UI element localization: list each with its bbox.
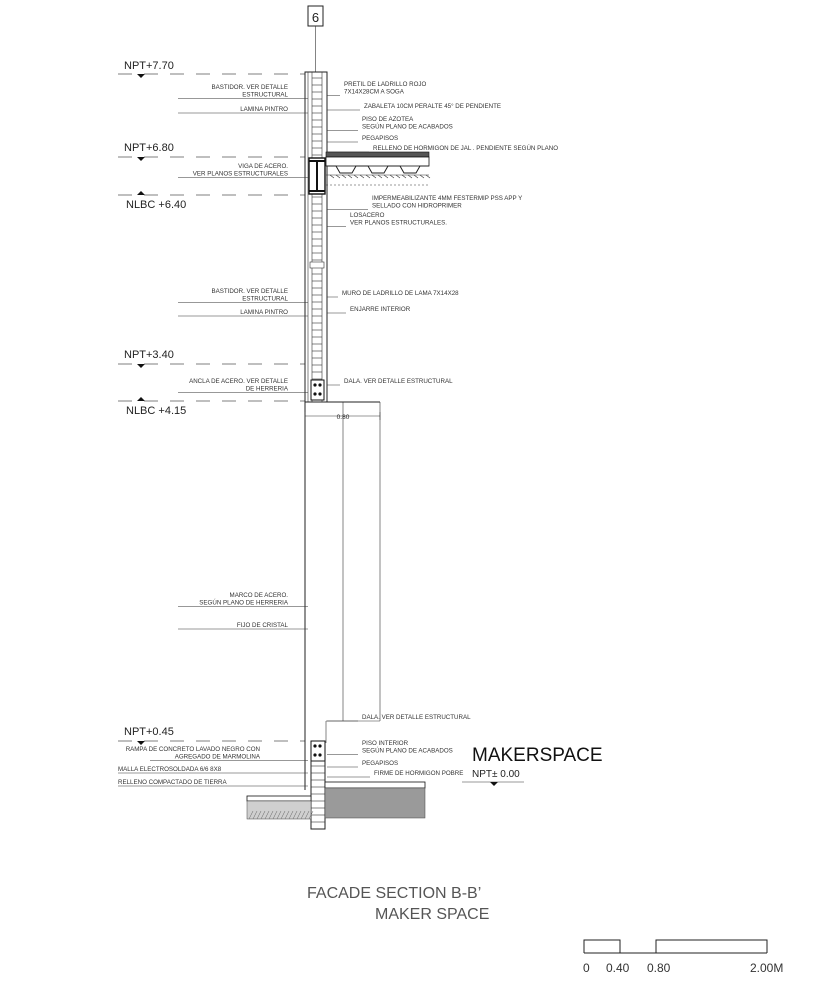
opening-dimension: 0.80 (337, 414, 350, 421)
note-text: ENJARRE INTERIOR (350, 306, 411, 313)
note-text: VER PLANOS ESTRUCTURALES. (350, 220, 447, 227)
note-text: PRETIL DE LADRILLO ROJO (344, 81, 426, 88)
note-text: MALLA ELECTROSOLDADA 6/6 8X8 (118, 766, 222, 773)
level-marker: NLBC +4.15 (118, 397, 305, 417)
bond-beam-top (310, 379, 325, 401)
right-note: FIRME DE HORMIGON POBRE (327, 770, 463, 778)
level-marker: NPT+7.70 (118, 60, 305, 78)
note-text: VER PLANOS ESTRUCTURALES (193, 171, 288, 178)
scale-bar: 0 0.40 0.80 2.00M (583, 939, 783, 975)
room-level: NPT± 0.00 (472, 769, 520, 780)
scale-label-0: 0 (583, 961, 590, 975)
note-text: LAMINA PINTRO (240, 309, 288, 316)
left-note: LAMINA PINTRO (178, 309, 308, 317)
level-label: NLBC +6.40 (126, 199, 186, 211)
level-label: NPT+6.80 (124, 142, 174, 154)
note-text: RELLENO COMPACTADO DE TIERRA (118, 779, 228, 786)
level-label: NLBC +4.15 (126, 405, 186, 417)
note-text: VIGA DE ACERO. (238, 163, 288, 170)
note-text: ESTRUCTURAL (242, 92, 288, 99)
note-text: 7X14X28CM A SOGA (344, 89, 405, 96)
scale-label-2: 0.80 (647, 961, 671, 975)
note-text: PEGAPISOS (362, 760, 398, 767)
note-text: RELLENO DE HORMIGON DE JAL . PENDIENTE S… (373, 145, 558, 152)
roof-slab (325, 151, 431, 186)
note-text: ESTRUCTURAL (242, 296, 288, 303)
note-text: DALA. VER DETALLE ESTRUCTURAL (344, 378, 453, 385)
level-marker: NLBC +6.40 (118, 191, 305, 211)
note-text: BASTIDOR. VER DETALLE (211, 288, 288, 295)
drawing-title-line2: MAKER SPACE (375, 906, 489, 923)
window-frame: 0.80 (304, 401, 381, 790)
right-note: PEGAPISOS (327, 760, 398, 768)
note-text: BASTIDOR. VER DETALLE (211, 84, 288, 91)
room-name: MAKERSPACE (472, 745, 603, 766)
upper-wall (304, 71, 328, 403)
left-note: LAMINA PINTRO (178, 106, 308, 114)
right-note: DALA. VER DETALLE ESTRUCTURAL (327, 714, 471, 722)
grid-axis-marker: 6 (307, 5, 324, 72)
note-text: ANCLA DE ACERO. VER DETALLE (189, 378, 288, 385)
note-text: SEGÚN PLANO DE ACABADOS (362, 124, 453, 131)
note-text: PEGAPISOS (362, 135, 398, 142)
left-note: RELLENO COMPACTADO DE TIERRA (118, 779, 308, 787)
left-note: VIGA DE ACERO.VER PLANOS ESTRUCTURALES (178, 163, 308, 178)
note-text: LOSACERO (350, 212, 385, 219)
drawing-title-line1: FACADE SECTION B-B’ (307, 885, 481, 902)
right-note: MURO DE LADRILLO DE LAMA 7X14X28 (327, 290, 459, 298)
note-text: IMPERMEABILIZANTE 4MM FESTERMIP PSS APP … (372, 195, 522, 202)
right-note: RELLENO DE HORMIGON DE JAL . PENDIENTE S… (327, 145, 558, 153)
level-marker: NPT+0.45 (118, 726, 305, 745)
note-text: SELLADO CON HIDROPRIMER (372, 203, 462, 210)
note-text: PISO DE AZOTEA (362, 116, 414, 123)
left-note: FIJO DE CRISTAL (178, 622, 308, 630)
level-marker: NPT+3.40 (118, 349, 305, 368)
right-note: ENJARRE INTERIOR (327, 306, 411, 314)
note-text: FIJO DE CRISTAL (237, 622, 289, 629)
note-text: MURO DE LADRILLO DE LAMA 7X14X28 (342, 290, 459, 297)
note-text: FIRME DE HORMIGON POBRE (374, 770, 463, 777)
note-text: SEGÚN PLANO DE ACABADOS (362, 748, 453, 755)
level-label: NPT+7.70 (124, 60, 174, 72)
scale-label-3: 2.00M (750, 961, 783, 975)
note-text: MARCO DE ACERO. (230, 592, 289, 599)
right-note: PEGAPISOS (327, 135, 398, 143)
right-note: ZABALETA 10CM PERALTE 45° DE PENDIENTE (327, 103, 501, 111)
right-note: IMPERMEABILIZANTE 4MM FESTERMIP PSS APP … (327, 195, 522, 210)
note-text: RAMPA DE CONCRETO LAVADO NEGRO CON (126, 746, 260, 753)
left-note: MARCO DE ACERO.SEGÚN PLANO DE HERRERIA (178, 592, 308, 607)
right-note: DALA. VER DETALLE ESTRUCTURAL (327, 378, 453, 386)
note-text: DE HERRERIA (246, 386, 289, 393)
note-text: PISO INTERIOR (362, 740, 409, 747)
note-text: AGREGADO DE MARMOLINA (175, 754, 261, 761)
note-text: DALA. VER DETALLE ESTRUCTURAL (362, 714, 471, 721)
grid-axis-label: 6 (312, 10, 319, 25)
level-label: NPT+0.45 (124, 726, 174, 738)
note-text: LAMINA PINTRO (240, 106, 288, 113)
level-label: NPT+3.40 (124, 349, 174, 361)
left-note: MALLA ELECTROSOLDADA 6/6 8X8 (118, 766, 308, 774)
left-note: RAMPA DE CONCRETO LAVADO NEGRO CONAGREGA… (126, 746, 308, 761)
level-marker: NPT+6.80 (118, 142, 305, 161)
scale-label-1: 0.40 (606, 961, 630, 975)
lower-wall-foundation (246, 740, 426, 830)
note-text: SEGÚN PLANO DE HERRERIA (199, 600, 289, 607)
note-text: ZABALETA 10CM PERALTE 45° DE PENDIENTE (364, 103, 501, 110)
